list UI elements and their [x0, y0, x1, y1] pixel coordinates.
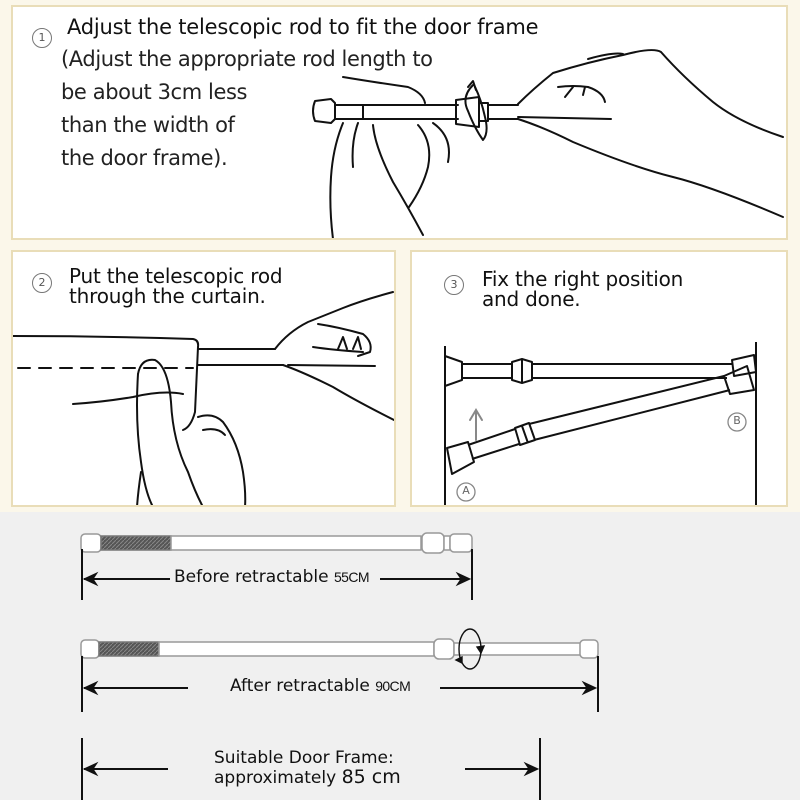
point-b-marker — [727, 412, 747, 432]
door-frame-value: 85 cm — [341, 766, 401, 788]
step-3-title-line-1: Fix the right position — [482, 267, 684, 291]
measurement-area: Before retractable 55CM After retractabl… — [0, 512, 800, 800]
door-frame-line-2: approximately 85 cm — [214, 768, 401, 788]
after-retractable-text: After retractable — [230, 676, 370, 696]
step-1-detail-line-1: (Adjust the appropriate rod length to — [61, 47, 433, 71]
before-retractable-label: Before retractable 55CM — [170, 567, 373, 587]
step-1-detail-line-2: be about 3cm less — [61, 80, 248, 104]
rotate-icon — [454, 628, 486, 670]
rod-through-curtain-illustration — [13, 291, 394, 505]
step-1-number-icon: 1 — [32, 28, 52, 48]
step-1-detail-line-3: than the width of — [61, 113, 235, 137]
step-1-panel: 1 Adjust the telescopic rod to fit the d… — [11, 5, 788, 240]
up-arrow-icon — [469, 408, 483, 441]
step-2-title-line-2: through the curtain. — [69, 284, 266, 308]
step-3-number-icon: 3 — [444, 275, 464, 295]
hands-twisting-rod-illustration — [312, 49, 784, 238]
instruction-panels-area: 1 Adjust the telescopic rod to fit the d… — [0, 0, 800, 512]
before-retractable-text: Before retractable — [174, 567, 329, 587]
door-frame-prefix: approximately — [214, 768, 337, 788]
step-1-detail-line-4: the door frame). — [61, 146, 228, 170]
short-rod — [80, 532, 473, 554]
step-2-title-line-1: Put the telescopic rod — [69, 264, 283, 288]
step-2-panel: 2 Put the telescopic rod through the cur… — [11, 250, 396, 507]
door-frame-line-1: Suitable Door Frame: — [214, 748, 394, 768]
step-1-title: Adjust the telescopic rod to fit the doo… — [67, 15, 539, 39]
step-3-title-line-2: and done. — [482, 287, 581, 311]
extended-rod — [80, 638, 599, 660]
before-retractable-value: 55CM — [333, 569, 370, 585]
point-a-marker — [456, 482, 476, 502]
after-retractable-value: 90CM — [375, 678, 411, 694]
step-2-number-icon: 2 — [32, 273, 52, 293]
point-b-label: B — [733, 414, 741, 427]
point-a-label: A — [462, 484, 470, 497]
step-3-panel: A B 3 Fix the right position and done. — [410, 250, 788, 507]
rod-between-frame-illustration — [444, 342, 757, 505]
after-retractable-label: After retractable 90CM — [226, 676, 415, 696]
measurement-diagram — [80, 532, 599, 800]
